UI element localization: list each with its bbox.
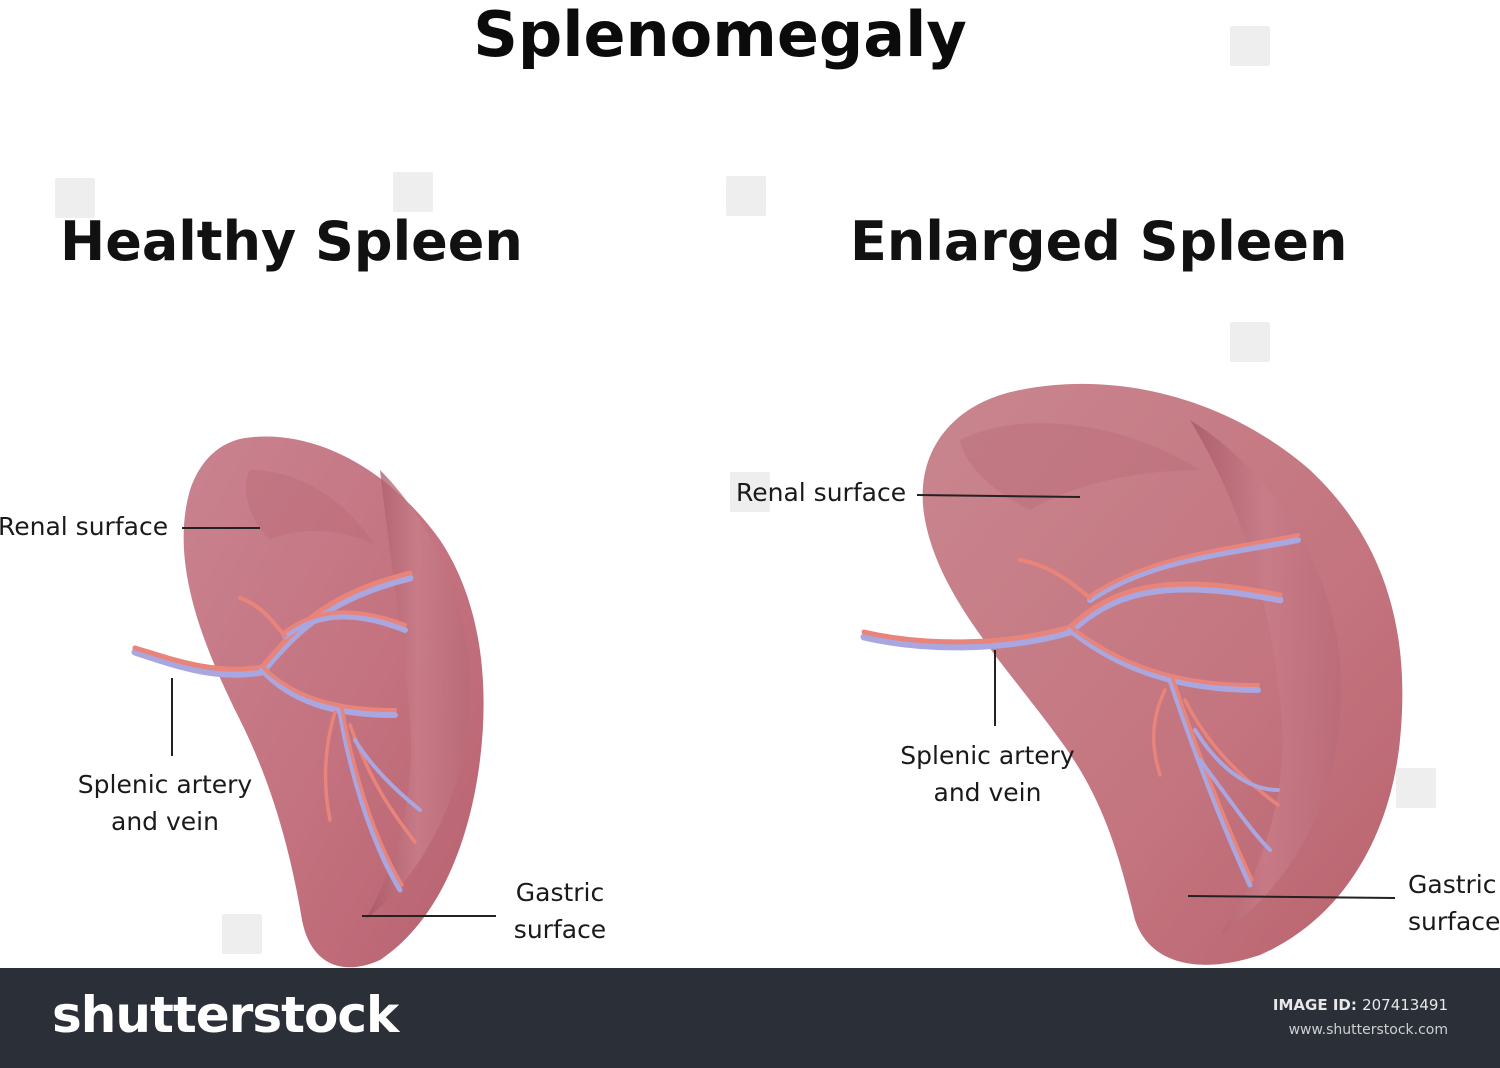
enlarged-spleen — [860, 383, 1403, 965]
enlarged-splenic-vessels — [860, 533, 1301, 888]
enlarged-gastric-label-line2: surface — [1408, 907, 1500, 936]
watermark-mark — [55, 178, 95, 218]
healthy-splenic-label-line1: Splenic artery — [77, 770, 253, 799]
enlarged-renal-leader — [916, 494, 1081, 498]
healthy-spleen — [131, 436, 496, 968]
spleen-illustration — [131, 383, 1403, 968]
healthy-renal-surface-label: Renal surface — [0, 512, 169, 541]
footer-bar: shutterstock IMAGE ID: 207413491 www.shu… — [0, 968, 1500, 1068]
healthy-splenic-label-line2: and vein — [111, 807, 219, 836]
shutterstock-logo: shutterstock — [52, 986, 399, 1044]
healthy-splenic-vessels — [131, 570, 422, 893]
enlarged-splenic-label-line2: and vein — [933, 778, 1042, 807]
image-id: IMAGE ID: 207413491 — [1273, 996, 1448, 1014]
watermark-mark — [222, 914, 262, 954]
healthy-spleen-heading: Healthy Spleen — [60, 210, 523, 273]
image-id-label: IMAGE ID: — [1272, 996, 1357, 1014]
healthy-gastric-label-line2: surface — [513, 915, 607, 944]
healthy-spleen-hilum-fold — [365, 470, 470, 920]
enlarged-spleen-heading: Enlarged Spleen — [850, 210, 1348, 273]
site-url: www.shutterstock.com — [1288, 1022, 1448, 1038]
enlarged-splenic-label-line1: Splenic artery — [900, 741, 1075, 770]
healthy-gastric-label-line1: Gastric — [515, 878, 605, 907]
watermark-mark — [1230, 322, 1270, 362]
watermark-mark — [1230, 26, 1270, 66]
enlarged-gastric-label-line1: Gastric — [1408, 870, 1497, 899]
enlarged-spleen-inner-shadow — [960, 423, 1200, 510]
diagram-title: Splenomegaly — [473, 0, 967, 71]
diagram-canvas: Splenomegaly Healthy Spleen Enlarged Spl… — [0, 0, 1500, 968]
watermark-mark — [726, 176, 766, 216]
watermark-mark — [730, 472, 770, 512]
watermark-mark — [1396, 768, 1436, 808]
enlarged-gastric-leader — [1187, 895, 1396, 899]
enlarged-spleen-hilum-fold — [1190, 420, 1342, 935]
enlarged-renal-surface-label: Renal surface — [736, 478, 907, 507]
watermark-mark — [393, 172, 433, 212]
image-id-value: 207413491 — [1362, 996, 1448, 1014]
healthy-spleen-inner-shadow — [246, 470, 375, 545]
